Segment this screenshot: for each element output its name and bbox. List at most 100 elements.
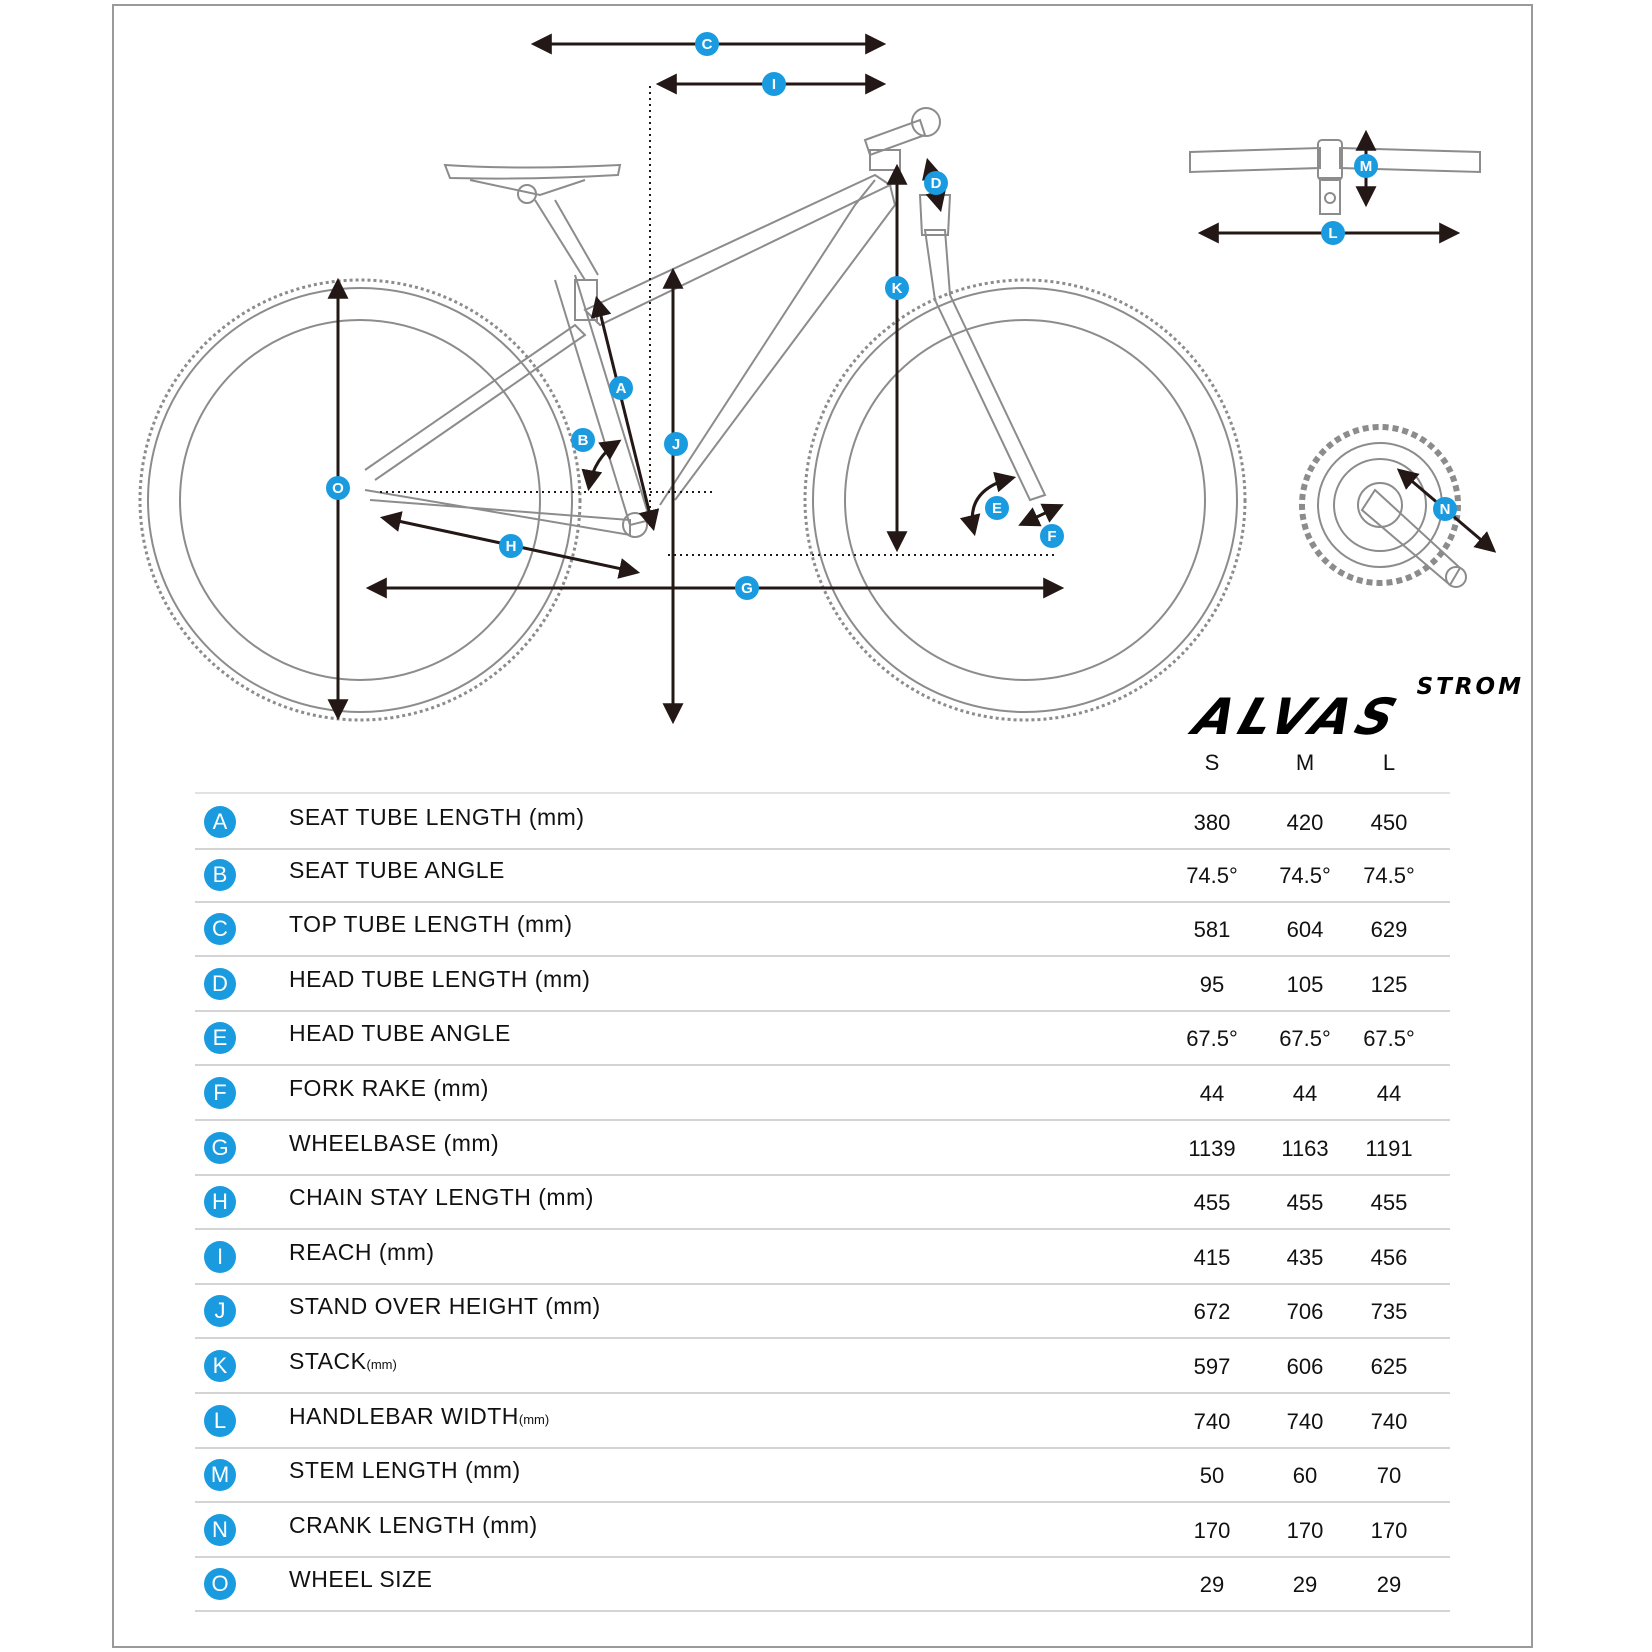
row-value-m: 420: [1286, 810, 1324, 835]
svg-text:F: F: [1047, 528, 1056, 545]
dimension-arrows: [327, 33, 1497, 725]
row-value-l: 735: [1370, 1299, 1408, 1325]
row-label: HEAD TUBE ANGLE: [289, 1020, 511, 1047]
row-key-badge: F: [204, 1077, 236, 1109]
svg-text:M: M: [1360, 158, 1373, 175]
row-value-s: 597: [1193, 1354, 1231, 1379]
row-value-m: 29: [1292, 1572, 1318, 1598]
reference-lines: [380, 86, 1055, 556]
arrow-f: [1018, 503, 1064, 527]
stem-and-bar: [863, 107, 941, 171]
row-value-s: 44: [1199, 1081, 1225, 1106]
row-value-s: 581: [1193, 917, 1231, 943]
row-value-s: 415: [1193, 1244, 1231, 1270]
row-value-m: 604: [1286, 917, 1324, 943]
svg-text:L: L: [1328, 225, 1337, 242]
row-label: SEAT TUBE ANGLE: [289, 856, 505, 883]
row-value-s: 740: [1193, 1408, 1231, 1434]
marker-c: C: [695, 32, 719, 56]
arrow-b: [581, 439, 622, 492]
rear-wheel: [138, 278, 582, 722]
row-value-s: 29: [1199, 1572, 1225, 1598]
row-value-m: 67.5°: [1279, 1026, 1331, 1052]
bike-sketch: [138, 107, 1481, 722]
row-key-badge: C: [204, 913, 236, 946]
row-value-l: 629: [1370, 917, 1408, 943]
row-label: WHEELBASE (mm): [289, 1129, 500, 1156]
row-label: REACH (mm): [289, 1238, 435, 1265]
svg-text:A: A: [616, 380, 627, 397]
marker-i: I: [762, 72, 786, 96]
size-header-m: M: [1295, 750, 1315, 775]
row-key-badge: K: [204, 1350, 236, 1382]
svg-text:G: G: [741, 580, 753, 597]
row-value-m: 706: [1286, 1299, 1324, 1325]
logo-sub: STROM: [1416, 674, 1524, 700]
row-value-l: 740: [1370, 1408, 1408, 1434]
svg-text:J: J: [672, 436, 680, 453]
marker-l: L: [1321, 221, 1345, 245]
marker-n: N: [1433, 497, 1457, 521]
svg-text:H: H: [506, 538, 517, 555]
brand-logo: STROM ALVAS: [1180, 674, 1528, 746]
row-label: CRANK LENGTH (mm): [289, 1511, 538, 1538]
row-key-badge: L: [204, 1404, 236, 1437]
row-label: STACK(mm): [289, 1348, 397, 1374]
row-value-m: 44: [1292, 1081, 1318, 1106]
svg-text:D: D: [931, 175, 942, 192]
row-value-s: 74.5°: [1186, 862, 1238, 888]
marker-a: A: [609, 376, 633, 400]
row-value-l: 74.5°: [1363, 862, 1415, 888]
row-label: TOP TUBE LENGTH (mm): [289, 911, 573, 938]
row-key-badge: M: [204, 1459, 236, 1492]
svg-text:I: I: [772, 76, 776, 93]
row-value-l: 67.5°: [1363, 1026, 1415, 1052]
row-key-badge: I: [204, 1240, 236, 1273]
row-value-s: 50: [1199, 1463, 1225, 1489]
svg-text:C: C: [702, 36, 713, 53]
bike-geometry-diagram: A B C D E F G H I J K L M N O: [138, 32, 1497, 725]
arrow-a: [590, 295, 660, 532]
marker-k: K: [885, 276, 909, 300]
row-key-badge: H: [204, 1186, 236, 1219]
svg-text:K: K: [892, 280, 903, 297]
row-key-badge: D: [204, 967, 236, 1000]
row-label: CHAIN STAY LENGTH (mm): [289, 1184, 594, 1211]
svg-text:N: N: [1440, 501, 1451, 518]
row-value-l: 125: [1370, 971, 1408, 997]
row-value-m: 606: [1286, 1354, 1324, 1379]
marker-f: F: [1040, 524, 1064, 548]
row-value-s: 67.5°: [1186, 1026, 1238, 1052]
row-key-badge: E: [204, 1022, 236, 1055]
row-label: WHEEL SIZE: [289, 1566, 433, 1593]
row-key-badge: O: [204, 1568, 236, 1601]
row-label: HANDLEBAR WIDTH(mm): [289, 1402, 550, 1429]
row-value-l: 29: [1376, 1572, 1402, 1598]
row-label: HEAD TUBE LENGTH (mm): [289, 965, 591, 992]
svg-text:O: O: [332, 480, 344, 497]
table-row: E HEAD TUBE ANGLE 67.5° 67.5° 67.5°: [195, 1010, 1450, 1067]
logo-main: ALVAS: [1186, 688, 1410, 746]
marker-o: O: [326, 476, 350, 500]
row-label: STEM LENGTH (mm): [289, 1457, 521, 1484]
row-value-s: 1139: [1188, 1135, 1236, 1161]
row-value-l: 70: [1376, 1463, 1402, 1489]
row-value-m: 455: [1286, 1190, 1324, 1216]
row-key-badge: A: [204, 806, 236, 838]
row-value-l: 456: [1370, 1244, 1408, 1270]
size-header-l: L: [1382, 750, 1396, 775]
row-value-m: 1163: [1281, 1135, 1329, 1161]
table-row: O WHEEL SIZE 29 29 29: [195, 1556, 1450, 1613]
row-value-s: 672: [1193, 1299, 1231, 1325]
marker-h: H: [499, 534, 523, 558]
row-key-badge: G: [204, 1131, 236, 1164]
arrow-e: [959, 471, 1017, 537]
